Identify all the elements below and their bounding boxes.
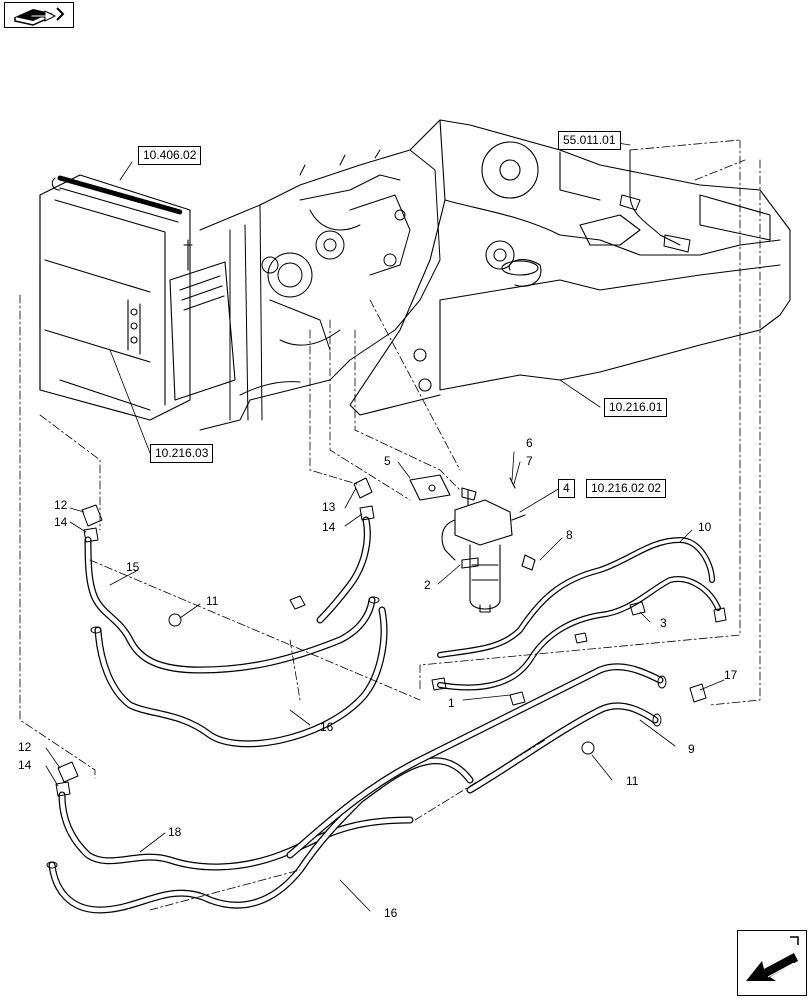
callout-16-lower: 16 bbox=[384, 906, 398, 920]
callout-8: 8 bbox=[566, 528, 573, 542]
fittings-bottom bbox=[46, 675, 707, 869]
reference-10-216-03[interactable]: 10.216.03 bbox=[150, 444, 214, 463]
fittings-right bbox=[431, 601, 727, 706]
hose-16-lower bbox=[48, 757, 474, 914]
navigate-arrow-glyph bbox=[746, 936, 799, 981]
callout-13: 13 bbox=[322, 500, 336, 514]
callout-3: 3 bbox=[660, 616, 667, 630]
callout-4-box: 4 bbox=[558, 479, 575, 498]
callout-6: 6 bbox=[526, 436, 533, 450]
callout-17: 17 bbox=[724, 668, 738, 682]
callout-11-upper: 11 bbox=[206, 594, 219, 608]
callout-14-lower: 14 bbox=[18, 758, 32, 772]
callout-12-upper: 12 bbox=[54, 498, 68, 512]
callout-18: 18 bbox=[168, 825, 182, 839]
hose-9-long bbox=[286, 663, 664, 859]
hose-15 bbox=[84, 536, 376, 674]
callout-10: 10 bbox=[698, 520, 712, 534]
navigate-arrow-icon[interactable] bbox=[737, 930, 807, 996]
callout-15: 15 bbox=[126, 560, 140, 574]
callout-1: 1 bbox=[448, 696, 455, 710]
sensor-harness bbox=[619, 149, 691, 253]
reference-55-011-01[interactable]: 55.011.01 bbox=[558, 131, 621, 150]
callout-14-upper: 14 bbox=[54, 515, 68, 529]
reference-10-216-02-02[interactable]: 10.216.02 02 bbox=[586, 479, 667, 498]
callout-7: 7 bbox=[526, 454, 533, 468]
book-with-arrow-glyph bbox=[14, 7, 65, 26]
callout-leaders bbox=[45, 139, 725, 912]
reference-10-406-02[interactable]: 10.406.02 bbox=[138, 146, 202, 165]
callout-5: 5 bbox=[384, 454, 391, 468]
callout-16-upper: 16 bbox=[320, 720, 334, 734]
hose-16-upper bbox=[94, 606, 388, 748]
callout-11-lower: 11 bbox=[626, 774, 639, 788]
engine-block bbox=[199, 149, 441, 431]
radiator-assembly bbox=[39, 174, 236, 421]
callout-9: 9 bbox=[688, 742, 695, 756]
chassis-frame bbox=[349, 119, 791, 416]
fuel-filter bbox=[409, 474, 536, 613]
book-with-arrow-icon[interactable] bbox=[4, 2, 74, 28]
callout-2: 2 bbox=[424, 578, 431, 592]
callout-14-middle: 14 bbox=[322, 520, 336, 534]
fuel-line-10 bbox=[437, 537, 721, 691]
reference-10-216-01[interactable]: 10.216.01 bbox=[604, 398, 668, 417]
phantom-lines bbox=[19, 139, 761, 911]
hose-13 bbox=[316, 516, 371, 624]
callout-12-lower: 12 bbox=[18, 740, 32, 754]
fittings-left bbox=[81, 477, 380, 634]
